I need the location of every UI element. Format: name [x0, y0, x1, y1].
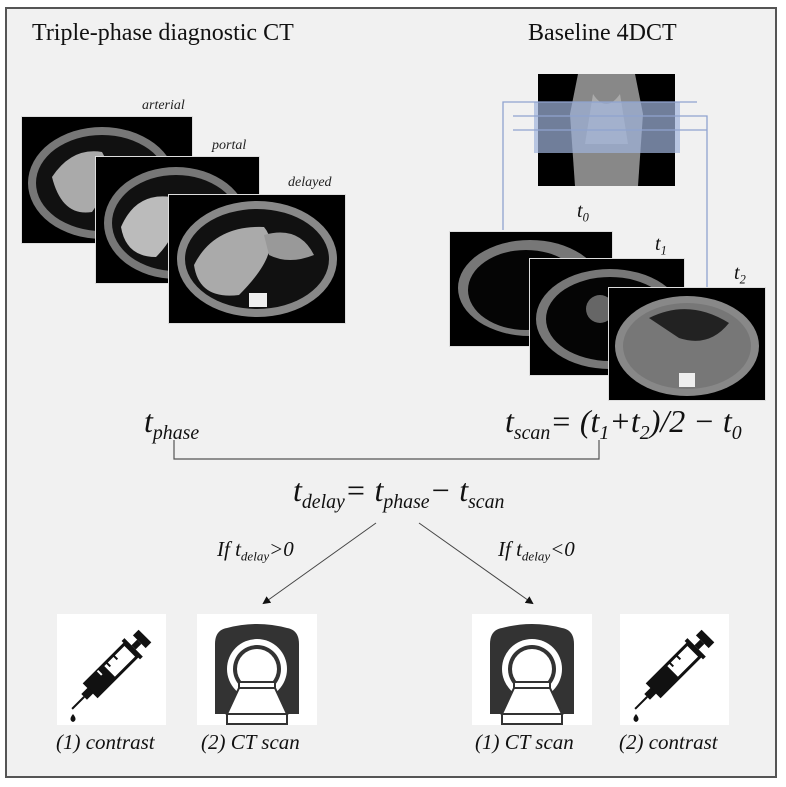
- syringe-icon: [633, 629, 715, 722]
- branch-condition-positive: If tdelay>0: [217, 537, 294, 564]
- phase-label-delayed: delayed: [288, 175, 332, 190]
- ct-image-delayed: [168, 194, 346, 324]
- timepoint-label-t1: t1: [655, 233, 667, 258]
- bracket-connector: [173, 440, 600, 460]
- t-delay-equation: tdelay= tphase− tscan: [293, 472, 505, 513]
- step-box-contrast-right: [620, 614, 729, 725]
- step-caption-right-1: (1) CT scan: [475, 730, 574, 754]
- step-box-contrast-left: [57, 614, 166, 725]
- step-caption-right-2: (2) contrast: [619, 730, 718, 754]
- t-phase-label: tphase: [144, 403, 200, 444]
- timepoint-label-t0: t0: [577, 200, 589, 225]
- t-scan-equation: tscan= (t1+t2)/2 − t0: [505, 403, 742, 444]
- branch-arrows: [262, 522, 534, 605]
- ct-slice-icon: [615, 296, 759, 396]
- branch-condition-negative: If tdelay<0: [498, 537, 575, 564]
- phase-label-portal: portal: [212, 138, 247, 153]
- timepoint-label-t2: t2: [734, 262, 746, 287]
- right-panel-title: Baseline 4DCT: [528, 20, 677, 46]
- ct-image-t2: [608, 287, 766, 401]
- step-caption-left-1: (1) contrast: [56, 730, 155, 754]
- phase-label-arterial: arterial: [142, 98, 185, 113]
- scan-range-guide-lines: [502, 101, 708, 290]
- scan-range-overlay: [534, 102, 680, 153]
- syringe-icon: [70, 629, 152, 722]
- ct-slice-icon: [177, 201, 337, 317]
- ct-scanner-icon: [215, 624, 299, 725]
- step-caption-left-2: (2) CT scan: [201, 730, 300, 754]
- left-panel-title: Triple-phase diagnostic CT: [32, 20, 294, 46]
- step-box-ct-left: [197, 614, 317, 725]
- step-box-ct-right: [472, 614, 592, 725]
- ct-scanner-icon: [490, 624, 574, 725]
